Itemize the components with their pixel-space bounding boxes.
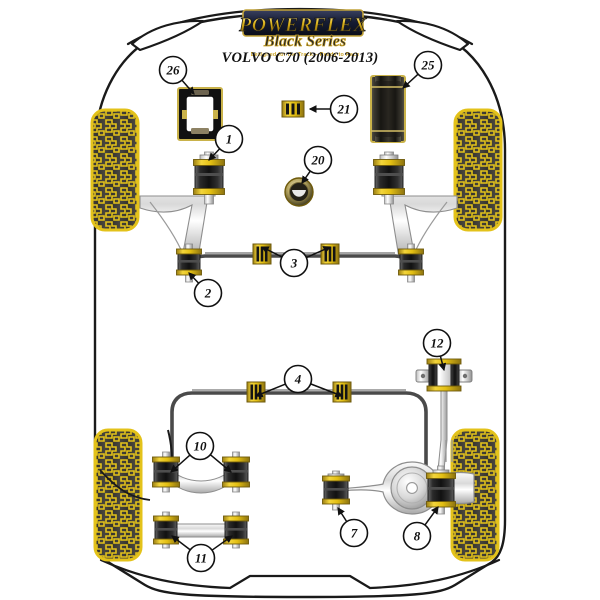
callout-bubble-25[interactable] — [413, 50, 443, 80]
callout-leader — [181, 79, 195, 95]
bush-2-right — [398, 243, 424, 283]
bush-11-left — [153, 511, 179, 549]
callout-leader — [310, 383, 344, 398]
callout-leader — [170, 454, 191, 473]
callout-number-2: 2 — [204, 286, 212, 301]
callout-2[interactable]: 2 — [188, 272, 223, 308]
bush-10-right — [222, 451, 250, 493]
bush-4-left — [246, 381, 266, 403]
callout-number-3: 3 — [290, 256, 298, 271]
callout-10[interactable]: 10 — [170, 431, 232, 473]
callout-number-21: 21 — [337, 102, 351, 117]
callout-leader — [337, 507, 348, 523]
mount-25 — [370, 75, 406, 143]
callout-bubble-12[interactable] — [422, 328, 452, 358]
callout-8[interactable]: 8 — [402, 506, 439, 551]
callout-number-11: 11 — [195, 551, 207, 566]
callout-bubble-11[interactable] — [186, 543, 216, 573]
callout-number-12: 12 — [431, 336, 445, 351]
mount-20 — [284, 177, 314, 207]
callout-bubble-2[interactable] — [193, 278, 223, 308]
front-right-tyre — [453, 108, 503, 232]
callout-bubble-1[interactable] — [214, 124, 244, 154]
callout-number-10: 10 — [194, 439, 208, 454]
bush-21 — [281, 100, 305, 118]
logo-powerflex-text: POWERFLEX — [238, 14, 367, 36]
logo-black-series-text: Black Series — [263, 33, 346, 50]
tyres-group — [90, 108, 503, 562]
callout-leader — [209, 454, 232, 473]
bush-10-left — [152, 451, 180, 493]
callout-bubble-10[interactable] — [185, 431, 215, 461]
callout-12[interactable]: 12 — [422, 328, 452, 372]
bush-11-right — [223, 511, 249, 549]
callout-bubble-21[interactable] — [329, 94, 359, 124]
callout-26[interactable]: 26 — [158, 55, 195, 95]
front-left-tyre — [90, 108, 140, 232]
callout-number-7: 7 — [351, 526, 358, 541]
callout-leader — [254, 383, 286, 398]
callout-number-4: 4 — [294, 372, 302, 387]
callout-leader — [208, 148, 221, 161]
callout-number-1: 1 — [226, 132, 233, 147]
callout-4[interactable]: 4 — [254, 364, 344, 398]
callout-21[interactable]: 21 — [308, 94, 359, 124]
logo-tagline: Designed for the Track – Ready to Race — [251, 52, 360, 58]
callout-leader — [260, 246, 283, 258]
callout-bubble-8[interactable] — [402, 521, 432, 551]
callout-bubble-4[interactable] — [283, 364, 313, 394]
callout-number-26: 26 — [166, 63, 181, 78]
callout-25[interactable]: 25 — [402, 50, 443, 89]
callout-leader — [402, 73, 419, 89]
callout-number-20: 20 — [311, 153, 326, 168]
callout-bubble-26[interactable] — [158, 55, 188, 85]
callout-3[interactable]: 3 — [260, 246, 332, 278]
bush-4-right — [332, 381, 352, 403]
callout-leader — [211, 535, 233, 551]
callout-11[interactable]: 11 — [171, 535, 233, 573]
callout-number-25: 25 — [421, 58, 436, 73]
callout-number-8: 8 — [414, 529, 421, 544]
callout-bubble-7[interactable] — [339, 518, 369, 548]
callout-7[interactable]: 7 — [337, 507, 369, 548]
callout-leader — [171, 535, 191, 551]
callout-leader — [301, 170, 311, 184]
page-title: VOLVO C70 (2006-2013) — [222, 50, 379, 66]
callout-leader — [306, 246, 332, 259]
callout-leader — [188, 272, 200, 284]
callout-leader — [424, 506, 439, 526]
bush-7 — [322, 470, 350, 511]
callout-1[interactable]: 1 — [208, 124, 244, 161]
bushings-group — [152, 75, 473, 549]
powerflex-logo: POWERFLEX Black Series Designed for the … — [238, 9, 367, 58]
callout-bubble-3[interactable] — [279, 248, 309, 278]
rear-left-tyre — [93, 428, 143, 562]
bush-8 — [426, 465, 456, 515]
callout-bubble-20[interactable] — [303, 145, 333, 175]
mount-26 — [177, 87, 223, 141]
callout-20[interactable]: 20 — [301, 145, 333, 184]
callout-leader — [438, 355, 447, 372]
bush-1-right — [373, 151, 405, 205]
